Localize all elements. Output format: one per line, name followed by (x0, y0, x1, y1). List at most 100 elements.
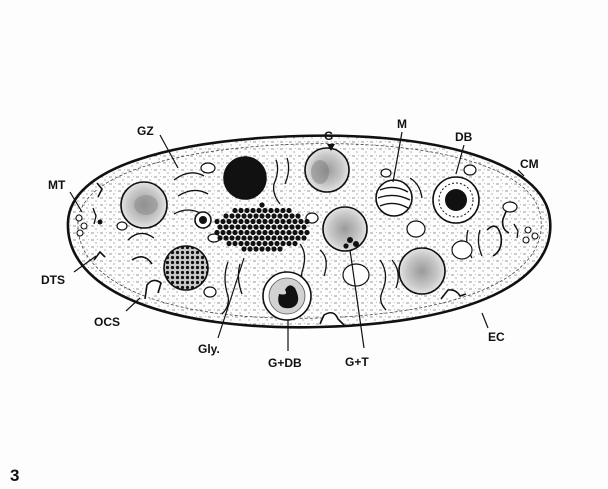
glycogen-particle (286, 241, 291, 246)
glycogen-particle (232, 219, 237, 224)
glycogen-particle (232, 208, 237, 213)
glycogen-particle (232, 241, 237, 246)
label-gz: GZ (137, 124, 154, 138)
glycogen-particle (295, 235, 300, 240)
glycogen-particle (292, 219, 297, 224)
glycogen-particle (277, 224, 282, 229)
glycogen-particle (304, 230, 309, 235)
glycogen-particle (250, 219, 255, 224)
glycogen-particle (253, 213, 258, 218)
glycogen-particle (235, 224, 240, 229)
alpha-granule-upper-left (121, 182, 167, 228)
granule-g-plus-t (323, 207, 367, 251)
label-cm: CM (520, 157, 539, 171)
glycogen-particle (238, 208, 243, 213)
glycogen-particle (286, 219, 291, 224)
glycogen-particle (223, 224, 228, 229)
granule-g (305, 148, 349, 192)
glycogen-particle (277, 213, 282, 218)
figure-number: 3 (10, 466, 19, 485)
glycogen-particle (262, 230, 267, 235)
glycogen-particle (241, 224, 246, 229)
glycogen-particle (229, 235, 234, 240)
glycogen-particle (295, 213, 300, 218)
dense-body-black (224, 157, 266, 199)
glycogen-particle (217, 224, 222, 229)
glycogen-particle (232, 230, 237, 235)
glycogen-particle (220, 230, 225, 235)
glycogen-particle (238, 241, 243, 246)
glycogen-particle (274, 208, 279, 213)
glycogen-particle (304, 219, 309, 224)
glycogen-particle (250, 241, 255, 246)
glycogen-particle (283, 235, 288, 240)
glycogen-particle (253, 246, 258, 251)
glycogen-particle (229, 224, 234, 229)
glycogen-particle (268, 219, 273, 224)
glycogen-particle (259, 235, 264, 240)
label-g-db: G+DB (268, 356, 302, 370)
glycogen-particle (277, 246, 282, 251)
glycogen-particle (265, 246, 270, 251)
granule-g-plus-db (263, 272, 311, 320)
glycogen-particle (238, 230, 243, 235)
glycogen-particle (259, 213, 264, 218)
glycogen-particle (247, 213, 252, 218)
glycogen-particle (235, 235, 240, 240)
glycogen-particle (259, 246, 264, 251)
glycogen-particle (244, 241, 249, 246)
glycogen-particle (283, 213, 288, 218)
glycogen-particle (253, 224, 258, 229)
glycogen-particle (214, 219, 219, 224)
glycogen-particle (235, 213, 240, 218)
glycogen-particle (247, 224, 252, 229)
glycogen-particle (244, 230, 249, 235)
glycogen-particle (226, 241, 231, 246)
glycogen-particle (280, 208, 285, 213)
label-ocs: OCS (94, 315, 120, 329)
glycogen-particle (247, 235, 252, 240)
glycogen-particle (268, 208, 273, 213)
glycogen-particle (286, 208, 291, 213)
glycogen-particle (226, 230, 231, 235)
glycogen-particle (223, 213, 228, 218)
glycogen-particle (250, 230, 255, 235)
glycogen-particle (280, 241, 285, 246)
glycogen-particle (274, 230, 279, 235)
glycogen-particle (271, 246, 276, 251)
granule-lower-right (399, 248, 445, 294)
glycogen-particle (256, 241, 261, 246)
glycogen-particle (241, 235, 246, 240)
glycogen-particle (268, 241, 273, 246)
glycogen-particle (223, 235, 228, 240)
glycogen-particle (289, 213, 294, 218)
glycogen-particle (301, 224, 306, 229)
glycogen-particle (289, 235, 294, 240)
glycogen-particle (292, 241, 297, 246)
label-g: G (324, 129, 333, 143)
label-mt: MT (48, 178, 66, 192)
glycogen-particle (229, 213, 234, 218)
label-g-t: G+T (345, 355, 369, 369)
glycogen-particle (283, 224, 288, 229)
glycogen-particle (256, 219, 261, 224)
label-ec: EC (488, 330, 505, 344)
glycogen-particle (286, 230, 291, 235)
glycogen-particle (271, 213, 276, 218)
glycogen-particle (250, 208, 255, 213)
glycogen-particle (262, 241, 267, 246)
glycogen-particle (214, 230, 219, 235)
mitochondrion (376, 180, 412, 216)
glycogen-particle (298, 219, 303, 224)
glycogen-particle (295, 224, 300, 229)
glycogen-particle (256, 208, 261, 213)
glycogen-particle (271, 235, 276, 240)
glycogen-particle (265, 224, 270, 229)
glycogen-particle (217, 235, 222, 240)
glycogen-particle (262, 208, 267, 213)
glycogen-particle (298, 230, 303, 235)
glycogen-particle (220, 219, 225, 224)
glycogen-particle (301, 235, 306, 240)
